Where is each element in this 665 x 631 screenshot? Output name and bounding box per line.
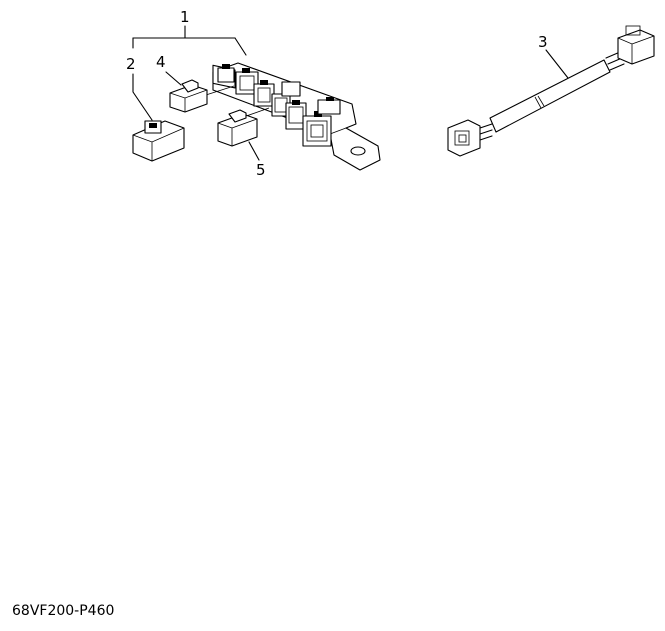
callout-2: 2 — [126, 55, 136, 73]
wire-harness-part-3 — [447, 25, 655, 157]
callout-5: 5 — [256, 161, 266, 179]
callout-4: 4 — [156, 53, 166, 71]
callout-5-leader — [248, 141, 260, 161]
callout-1: 1 — [180, 8, 190, 26]
drawing-code: 68VF200-P460 — [12, 603, 115, 619]
callout-2-leader — [132, 73, 153, 121]
callout-1-leader — [132, 25, 247, 56]
callout-4-leader — [165, 71, 182, 86]
connector-part-5 — [217, 109, 258, 147]
connector-part-4 — [169, 79, 208, 113]
callout-3-leader — [545, 49, 569, 79]
connector-bracket-assembly — [183, 62, 381, 171]
callout-3: 3 — [538, 33, 548, 51]
connector-part-2 — [132, 120, 185, 162]
